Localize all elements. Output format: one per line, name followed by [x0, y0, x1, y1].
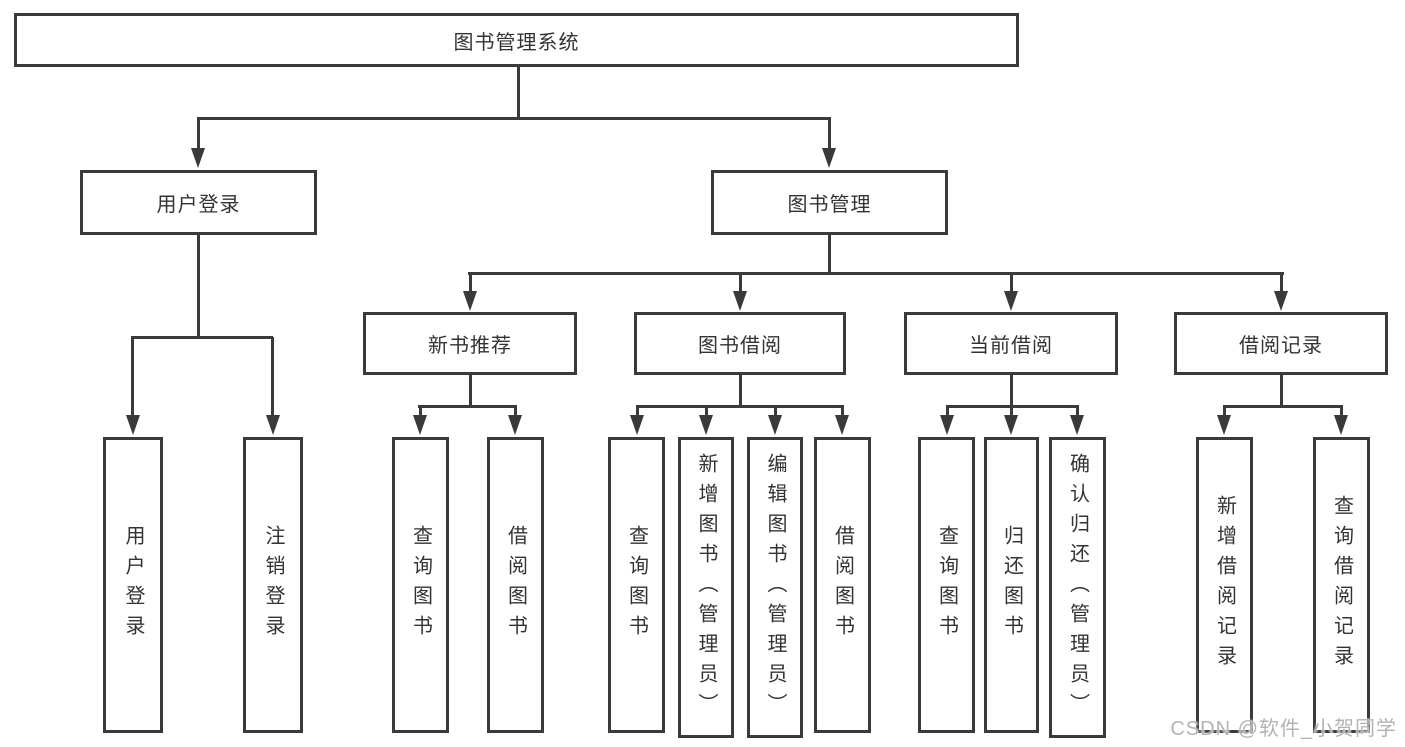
leaf-add-borrow-record: 新增借阅记录 [1196, 437, 1253, 733]
node-book-borrow-label: 图书借阅 [698, 335, 782, 357]
arrow-down-icon [413, 415, 427, 435]
connector-line [517, 67, 520, 119]
arrow-down-icon [699, 415, 713, 435]
connector-line [841, 406, 844, 416]
leaf-return-books: 归还图书 [984, 437, 1039, 733]
leaf-logout: 注销登录 [243, 437, 303, 733]
node-root: 图书管理系统 [14, 13, 1019, 67]
node-current-borrow: 当前借阅 [904, 312, 1118, 375]
leaf-query-books-recommend-label: 查询图书 [409, 525, 432, 645]
arrow-down-icon [1274, 291, 1288, 311]
connector-line [1010, 273, 1013, 293]
leaf-query-borrow-record: 查询借阅记录 [1313, 437, 1370, 733]
connector-line [636, 406, 639, 416]
connector-line [1076, 406, 1079, 416]
node-new-book-recommend: 新书推荐 [363, 312, 577, 375]
leaf-logout-label: 注销登录 [262, 525, 284, 645]
arrow-down-icon [1334, 415, 1348, 435]
connector-line [131, 337, 134, 416]
arrow-down-icon [768, 415, 782, 435]
node-book-management: 图书管理 [711, 170, 948, 235]
leaf-borrow-books-recommend-label: 借阅图书 [504, 525, 527, 645]
csdn-watermark: CSDN @软件_小贺同学 [1170, 718, 1397, 740]
connector-line [418, 405, 517, 408]
leaf-return-books-label: 归还图书 [1000, 525, 1023, 645]
connector-line [514, 406, 517, 416]
connector-line [739, 273, 742, 293]
leaf-query-borrow-record-label: 查询借阅记录 [1330, 495, 1353, 675]
connector-line [1280, 375, 1283, 408]
connector-line [271, 337, 274, 416]
connector-line [197, 117, 831, 120]
connector-line [419, 406, 422, 416]
connector-line [469, 375, 472, 408]
leaf-query-books-borrow-label: 查询图书 [625, 525, 648, 645]
node-borrow-records: 借阅记录 [1174, 312, 1388, 375]
leaf-edit-books-admin: 编辑图书（管理员） [747, 437, 803, 738]
node-user-login-label: 用户登录 [156, 194, 241, 216]
connector-line [1010, 375, 1013, 408]
connector-line [828, 235, 831, 274]
node-borrow-records-label: 借阅记录 [1239, 335, 1323, 357]
arrow-down-icon [835, 415, 849, 435]
leaf-user-login: 用户登录 [103, 437, 163, 733]
arrow-down-icon [940, 415, 954, 435]
leaf-query-books-borrow: 查询图书 [608, 437, 665, 733]
leaf-confirm-return-admin: 确认归还（管理员） [1049, 437, 1106, 738]
arrow-down-icon [508, 415, 522, 435]
connector-line [705, 406, 708, 416]
node-user-login: 用户登录 [80, 170, 317, 235]
node-book-management-label: 图书管理 [787, 194, 872, 216]
leaf-add-books-admin-label: 新增图书（管理员） [695, 452, 717, 723]
leaf-borrow-books: 借阅图书 [814, 437, 871, 733]
arrow-down-icon [630, 415, 644, 435]
arrow-down-icon [126, 415, 140, 435]
connector-line [1223, 405, 1343, 408]
connector-line [1280, 273, 1283, 293]
connector-line [469, 273, 472, 293]
connector-line [197, 235, 200, 338]
node-book-borrow: 图书借阅 [634, 312, 846, 375]
connector-line [468, 272, 1284, 275]
arrow-down-icon [822, 148, 836, 168]
node-new-book-recommend-label: 新书推荐 [428, 335, 512, 357]
arrow-down-icon [463, 291, 477, 311]
connector-line [1340, 406, 1343, 416]
arrow-down-icon [266, 415, 280, 435]
leaf-user-login-label: 用户登录 [122, 525, 144, 645]
leaf-add-borrow-record-label: 新增借阅记录 [1213, 495, 1236, 675]
connector-line [1010, 406, 1013, 416]
node-root-label: 图书管理系统 [453, 31, 580, 54]
leaf-edit-books-admin-label: 编辑图书（管理员） [764, 452, 786, 723]
leaf-borrow-books-recommend: 借阅图书 [487, 437, 544, 733]
leaf-query-books-recommend: 查询图书 [392, 437, 449, 733]
arrow-down-icon [191, 148, 205, 168]
arrow-down-icon [1004, 415, 1018, 435]
connector-line [828, 118, 831, 150]
connector-line [131, 336, 273, 339]
connector-line [946, 406, 949, 416]
leaf-confirm-return-admin-label: 确认归还（管理员） [1066, 452, 1089, 723]
connector-line [636, 405, 844, 408]
leaf-add-books-admin: 新增图书（管理员） [678, 437, 734, 738]
connector-line [197, 118, 200, 150]
arrow-down-icon [1070, 415, 1084, 435]
connector-line [739, 375, 742, 408]
leaf-borrow-books-label: 借阅图书 [831, 525, 854, 645]
connector-line [1223, 406, 1226, 416]
arrow-down-icon [1004, 291, 1018, 311]
arrow-down-icon [733, 291, 747, 311]
arrow-down-icon [1217, 415, 1231, 435]
node-current-borrow-label: 当前借阅 [969, 335, 1053, 357]
leaf-query-books-current: 查询图书 [918, 437, 975, 733]
connector-line [774, 406, 777, 416]
leaf-query-books-current-label: 查询图书 [935, 525, 958, 645]
